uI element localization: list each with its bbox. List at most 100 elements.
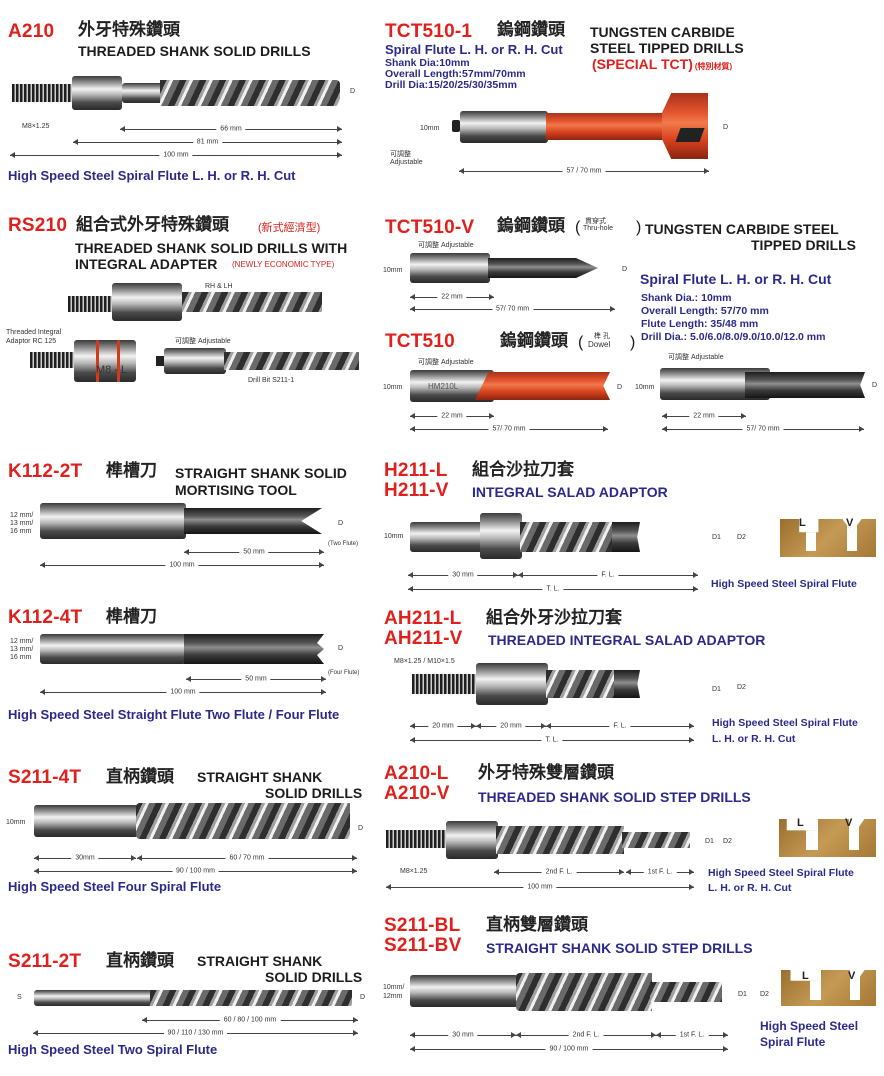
spec-line: Flute Length: 35/48 mm (641, 318, 759, 330)
dia-label: D (622, 266, 628, 273)
product-name-en-1: STRAIGHT SHANK SOLID (175, 465, 347, 481)
profile-l-label: L (797, 817, 804, 829)
shank-size: 16 mm (10, 654, 32, 661)
type-en: Thru-hole (583, 225, 613, 232)
dimension-shank: 22 mm (410, 412, 494, 420)
material-note-2: Spiral Flute (760, 1035, 826, 1049)
flute-note: (Four Flute) (328, 670, 360, 676)
d1-label: D1 (705, 838, 714, 845)
material-note: High Speed Steel Four Spiral Flute (8, 879, 222, 894)
shank-label: 10mm (384, 533, 404, 540)
product-code-v: S211-BV (384, 935, 462, 956)
product-name-en-2: TIPPED DRILLS (751, 237, 857, 253)
profile-l-label: L (799, 517, 806, 529)
adjustable-label: 可調整 Adjustable (418, 242, 474, 249)
product-name-zh: 直柄鑽頭 (106, 951, 174, 971)
dimension-collar: 20 mm (476, 722, 546, 730)
d2-label: D2 (737, 684, 746, 691)
shank-size: 16 mm (10, 528, 32, 535)
dimension-shank: 30mm (34, 854, 136, 862)
dimension-body: 81 mm (73, 138, 342, 146)
thread-spec: M8×1.25 / M10×1.5 (394, 658, 455, 665)
profile-v-label: V (848, 970, 856, 982)
product-code-l: AH211-L (384, 608, 462, 629)
drill-bit-label: Drill Bit S211-1 (248, 377, 295, 384)
product-name-en: THREADED SHANK SOLID DRILLS (78, 43, 311, 59)
material-note: High Speed Steel Spiral Flute L. H. or R… (8, 168, 296, 183)
shank-size: 13 mm/ (10, 520, 34, 527)
product-code: TCT510 (385, 331, 455, 352)
product-code-l: S211-BL (384, 915, 461, 936)
profile-v-label: V (846, 517, 854, 529)
adjustable-label: 可調整 Adjustable (418, 359, 474, 366)
spec-length: Overall Length:57mm/70mm (385, 68, 526, 80)
product-name-en-1: THREADED SHANK SOLID DRILLS WITH (75, 240, 348, 256)
adjustable-zh: 可調整 (390, 151, 411, 158)
product-name-en-2: STEEL TIPPED DRILLS (590, 40, 744, 56)
type-zh: 貫穿式 (585, 218, 606, 225)
product-name-zh: 榫槽刀 (106, 607, 157, 627)
type-en: Dowel (588, 340, 611, 349)
product-name-en-2: SOLID DRILLS (265, 785, 363, 801)
dimension-flute: 50 mm (186, 675, 326, 683)
adaptor-label-2: Adaptor RC 125 (6, 338, 57, 345)
dimension-fl: F. L. (518, 571, 698, 579)
dia-label: D (338, 645, 344, 652)
shank-size: 12 mm/ (10, 638, 34, 645)
product-name-zh: 鎢鋼鑽頭 (497, 216, 565, 236)
dimension-fl: F. L. (546, 722, 694, 730)
dimension-total: 100 mm (40, 688, 326, 696)
d1-label: D1 (738, 991, 747, 998)
product-code-l: H211-L (384, 460, 448, 481)
type-zh: (新式經濟型) (258, 222, 321, 234)
dimension-total: 90 / 100 mm (34, 867, 357, 875)
dimension-total: 57 / 70 mm (459, 167, 709, 175)
dimension-shank-2: 22 mm (662, 412, 746, 420)
material-note-2: L. H. or R. H. Cut (712, 733, 796, 745)
dimension-total-2: 57/ 70 mm (662, 425, 864, 433)
dimension-shank: 30 mm (408, 571, 518, 579)
d1-label: D1 (712, 686, 721, 693)
product-name-zh: 直柄鑽頭 (106, 767, 174, 787)
thread-spec: M8×1.25 (400, 868, 428, 875)
dimension-flute: 66 mm (120, 125, 342, 133)
dimension-flute: 60 / 80 / 100 mm (142, 1016, 358, 1024)
adaptor-label-1: Threaded Integral (6, 329, 62, 336)
adjustable-en: Adjustable (390, 159, 423, 166)
product-code: RS210 (8, 215, 68, 236)
thread-spec: M8×1.25 (22, 123, 50, 130)
dimension-total: 100 mm (40, 561, 324, 569)
product-name-zh: 外牙特殊鑽頭 (78, 20, 180, 40)
d1-label: D1 (712, 534, 721, 541)
dimension-flute: 60 / 70 mm (137, 854, 357, 862)
shank-size: 12 mm/ (10, 512, 34, 519)
rh-lh-label: RH & LH (205, 283, 233, 290)
shank-label: 10mm (420, 125, 440, 132)
d2-label: D2 (760, 991, 769, 998)
product-name-en-1: TUNGSTEN CARBIDE STEEL (645, 221, 839, 237)
product-code: S211-2T (8, 951, 82, 972)
dimension-total: 90 / 100 mm (410, 1045, 728, 1053)
dimension-2nd-fl: 2nd F. L. (494, 868, 624, 876)
spec-shank: Shank Dia:10mm (385, 57, 470, 69)
product-name-zh: 直柄雙層鑽頭 (486, 915, 588, 935)
product-name-en-1: STRAIGHT SHANK (197, 953, 323, 969)
material-note-1: High Speed Steel (760, 1019, 859, 1033)
material-note-1: High Speed Steel Spiral Flute (708, 867, 854, 879)
spec-line: Shank Dia.: 10mm (641, 292, 732, 304)
profile-diagram (779, 819, 876, 857)
product-name-en-1: STRAIGHT SHANK (197, 769, 323, 785)
material-note-2: L. H. or R. H. Cut (708, 882, 792, 894)
dimension-shank: 30 mm (410, 1031, 516, 1039)
brand-mark: HM210L (428, 382, 459, 391)
product-name-zh: 組合式外牙特殊鑽頭 (76, 215, 229, 235)
dia-label: D (350, 88, 356, 95)
spec-title: Spiral Flute L. H. or R. H. Cut (385, 42, 563, 57)
profile-diagram (781, 970, 876, 1006)
product-code: K112-2T (8, 461, 83, 482)
dimension-tl: T. L. (410, 736, 694, 744)
adjustable-label: 可調整 Adjustable (175, 338, 231, 345)
shank-label: S (17, 994, 22, 1001)
dimension-tl: T. L. (408, 585, 698, 593)
dimension-total: 57/ 70 mm (410, 425, 608, 433)
